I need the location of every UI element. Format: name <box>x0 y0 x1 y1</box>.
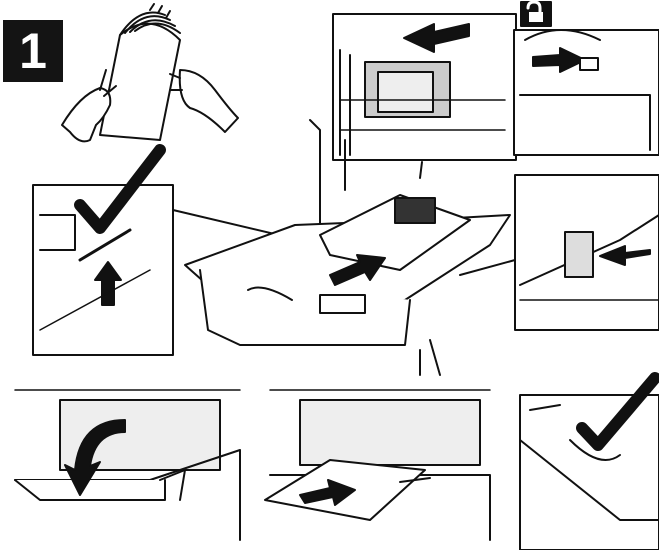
right-arrow-icon <box>532 47 586 73</box>
max-fill-line-detail <box>32 144 301 356</box>
check-icon <box>74 144 166 234</box>
side-guide-detail <box>459 174 659 331</box>
fanning-paper-illustration <box>61 3 239 143</box>
left-arrow-icon <box>403 23 470 53</box>
paper-tray-illustration <box>184 119 511 376</box>
left-arrow-icon <box>599 245 651 266</box>
check-icon <box>576 372 659 451</box>
bypass-tray-check-panel <box>519 372 659 550</box>
insert-arrow-icon <box>329 254 386 286</box>
insert-arrow-icon <box>299 479 356 506</box>
guide-unlock-detail <box>513 29 659 156</box>
right-hand-icon <box>169 69 239 133</box>
guide-adjust-detail <box>332 13 517 179</box>
bypass-tray-open-panel <box>14 389 241 541</box>
step-number-badge: 1 <box>3 20 63 82</box>
bypass-tray-insert-panel <box>264 389 491 541</box>
left-hand-icon <box>61 69 117 143</box>
lock-icon <box>520 0 552 27</box>
curved-down-arrow-icon <box>64 419 126 496</box>
up-arrow-icon <box>94 261 122 306</box>
